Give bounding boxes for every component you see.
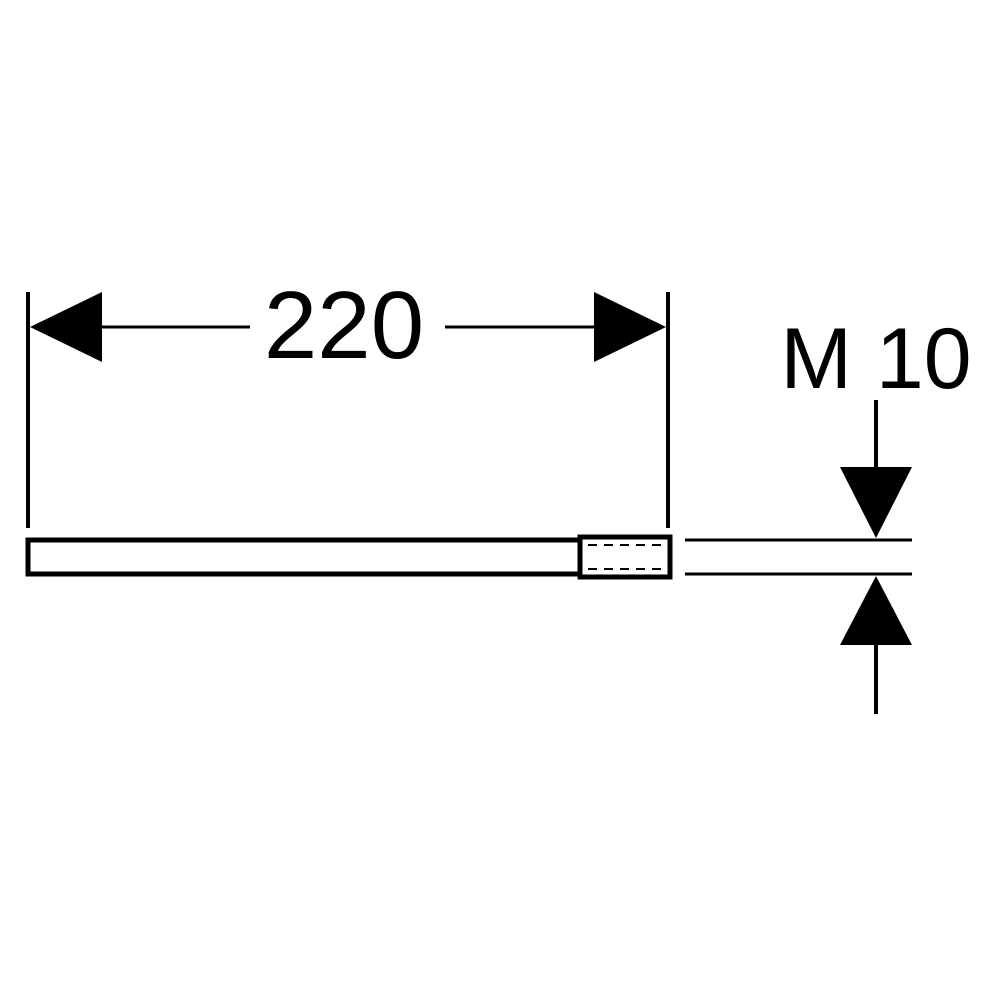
down-arrowhead bbox=[840, 467, 912, 538]
left-arrowhead bbox=[30, 292, 102, 362]
rod-body bbox=[25, 537, 583, 577]
length-dimension: 220 bbox=[26, 272, 670, 528]
threaded-end bbox=[577, 534, 673, 580]
threaded-rod bbox=[25, 534, 673, 580]
thread-dimension: M 10 bbox=[685, 311, 972, 714]
length-value-label: 220 bbox=[264, 272, 424, 379]
thread-size-label: M 10 bbox=[780, 311, 971, 407]
right-arrowhead bbox=[594, 292, 666, 362]
up-arrowhead bbox=[840, 576, 912, 645]
